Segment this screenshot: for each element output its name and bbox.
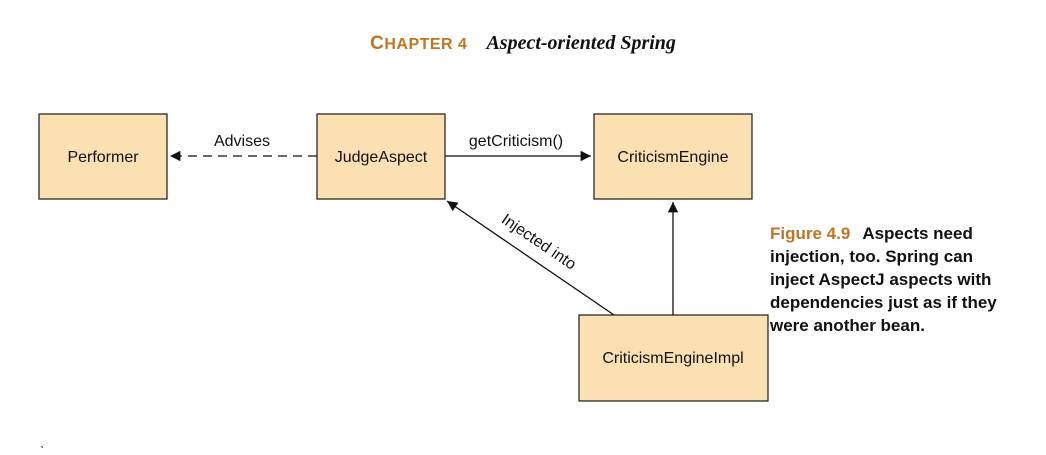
node-criticism-engine-impl: CriticismEngineImpl <box>578 314 769 402</box>
figure-caption-text: Aspects need injection, too. Spring can … <box>770 224 997 335</box>
node-criticism-engine-impl-label: CriticismEngineImpl <box>602 350 743 367</box>
node-judge-aspect-label: JudgeAspect <box>335 149 428 166</box>
node-judge-aspect: JudgeAspect <box>316 113 446 200</box>
edge-get-criticism-label: getCriticism() <box>469 133 563 150</box>
chapter-title: Aspect-oriented Spring <box>486 32 676 54</box>
stray-mark: ˎ <box>40 432 45 448</box>
edge-get-criticism: getCriticism() <box>445 133 591 162</box>
edge-advises: Advises <box>169 133 317 162</box>
node-performer: Performer <box>38 113 168 200</box>
edge-injected-into: Injected into <box>446 200 615 316</box>
page-header: CHAPTER 4 Aspect-oriented Spring <box>0 32 1046 55</box>
chapter-label: CHAPTER 4 <box>370 33 468 54</box>
edge-advises-label: Advises <box>214 133 270 150</box>
figure-label: Figure 4.9 <box>770 224 851 243</box>
node-criticism-engine-label: CriticismEngine <box>617 149 728 166</box>
node-performer-label: Performer <box>67 149 139 166</box>
node-criticism-engine: CriticismEngine <box>593 113 753 200</box>
